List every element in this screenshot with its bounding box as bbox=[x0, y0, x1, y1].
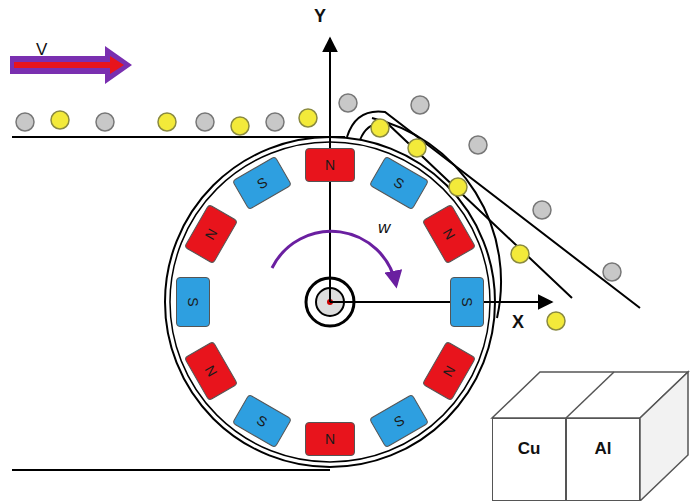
metal-particle bbox=[547, 312, 565, 330]
magnet-block: N bbox=[305, 422, 355, 456]
magnet-pole: S bbox=[253, 411, 269, 430]
rotation-arrow bbox=[272, 231, 396, 285]
metal-particle bbox=[371, 119, 389, 137]
metal-particle bbox=[196, 113, 214, 131]
magnet-pole: N bbox=[202, 362, 221, 379]
particles bbox=[16, 94, 641, 407]
axis-label: Y bbox=[314, 6, 326, 27]
magnet-pole: S bbox=[253, 174, 269, 193]
bin-label: Al bbox=[595, 439, 612, 459]
x-axis bbox=[330, 301, 552, 303]
magnet-pole: S bbox=[459, 297, 475, 306]
magnet-pole: N bbox=[325, 431, 335, 447]
magnet-pole: N bbox=[202, 225, 221, 242]
metal-particle bbox=[51, 111, 69, 129]
magnet-block: N bbox=[305, 148, 355, 182]
metal-particle bbox=[266, 113, 284, 131]
magnet-pole: N bbox=[439, 362, 458, 379]
metal-particle bbox=[158, 113, 176, 131]
metal-particle bbox=[16, 113, 34, 131]
conveyor-belt bbox=[12, 136, 345, 138]
collection-bin: Al bbox=[566, 418, 640, 501]
metal-particle bbox=[339, 94, 357, 112]
magnet-pole: S bbox=[390, 411, 406, 430]
collection-bins bbox=[492, 372, 688, 501]
metal-particle bbox=[511, 245, 529, 263]
magnet-block: S bbox=[450, 277, 484, 327]
magnet-pole: S bbox=[390, 174, 406, 193]
magnet-pole: N bbox=[325, 157, 335, 173]
axis-label: X bbox=[512, 312, 524, 333]
magnet-block: S bbox=[176, 277, 210, 327]
metal-particle bbox=[449, 178, 467, 196]
magnet-pole: S bbox=[185, 297, 201, 306]
collection-bin: Cu bbox=[492, 418, 566, 501]
metal-particle bbox=[603, 263, 621, 281]
metal-particle bbox=[299, 109, 317, 127]
metal-particle bbox=[411, 96, 429, 114]
metal-particle bbox=[231, 117, 249, 135]
metal-particle bbox=[533, 201, 551, 219]
angular-velocity-label: w bbox=[378, 218, 390, 238]
metal-particle bbox=[96, 113, 114, 131]
chute bbox=[347, 112, 640, 318]
magnet-pole: N bbox=[439, 225, 458, 242]
metal-particle bbox=[408, 139, 426, 157]
bin-label: Cu bbox=[518, 439, 541, 459]
velocity-label: V bbox=[36, 40, 47, 60]
velocity-arrow bbox=[10, 46, 132, 84]
conveyor-return bbox=[12, 469, 330, 471]
metal-particle bbox=[469, 136, 487, 154]
